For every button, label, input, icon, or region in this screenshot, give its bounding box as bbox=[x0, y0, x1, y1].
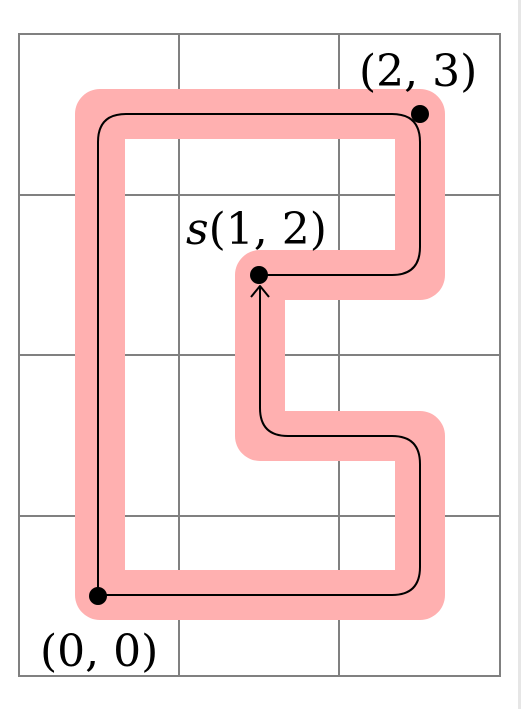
label-middle: s(1, 2) bbox=[186, 204, 327, 255]
label-middle-coords: (1, 2) bbox=[209, 204, 327, 255]
label-bottom-left: (0, 0) bbox=[40, 626, 158, 677]
page-edge bbox=[518, 0, 521, 709]
label-top-right: (2, 3) bbox=[359, 46, 477, 97]
traversal-path-return bbox=[97, 113, 421, 595]
traversal-path bbox=[98, 287, 421, 596]
point-bottom-left bbox=[89, 587, 107, 605]
label-middle-prefix: s bbox=[186, 204, 209, 255]
arrowhead-icon bbox=[250, 285, 270, 298]
point-top-right bbox=[411, 105, 429, 123]
point-middle bbox=[250, 266, 268, 284]
